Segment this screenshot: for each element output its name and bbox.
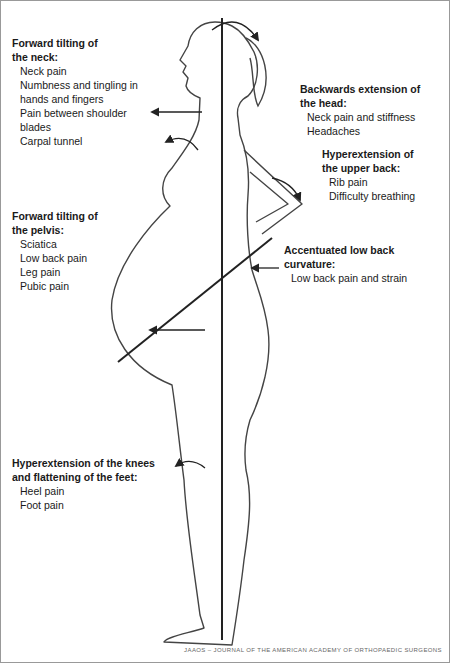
plumb-line (221, 18, 223, 640)
pelvis-arrow (150, 329, 205, 330)
group-heading: Hyperextension of the upper back: (322, 147, 430, 175)
symptom-item: Carpal tunnel (20, 134, 160, 148)
symptom-item: Neck pain and stiffness (307, 110, 437, 124)
group-heading: Hyperextension of the knees and flatteni… (12, 456, 167, 484)
upper-back-arrow (272, 178, 300, 200)
symptom-item: Low back pain and strain (291, 271, 421, 285)
watermark: JAAOS – JOURNAL OF THE AMERICAN ACADEMY … (142, 646, 442, 654)
symptom-item: Pain between shoulder blades (20, 106, 142, 134)
symptom-item: Sciatica (20, 237, 160, 251)
group-heading: Forward tilting of the neck: (12, 36, 102, 64)
symptom-item: Low back pain (20, 251, 160, 265)
symptom-item: Heel pain (20, 484, 160, 498)
group-heading: Accentuated low back curvature: (284, 243, 409, 271)
symptom-item: Numbness and tingling in hands and finge… (20, 78, 142, 106)
low-back-arrow (252, 267, 279, 268)
head-arrow (212, 22, 258, 40)
symptom-item: Neck pain (20, 64, 160, 78)
ponytail (246, 38, 266, 106)
neck-arrow (152, 111, 202, 112)
symptom-item: Pubic pain (20, 279, 160, 293)
knee-arrow (176, 461, 205, 468)
symptom-item: Headaches (307, 124, 447, 138)
group-heading: Forward tilting of the pelvis: (12, 209, 102, 237)
symptom-item: Leg pain (20, 265, 160, 279)
arm-outline (244, 150, 302, 234)
symptom-item: Foot pain (20, 498, 160, 512)
group-heading: Backwards extension of the head: (300, 82, 422, 110)
body-silhouette (112, 22, 269, 645)
chest-arrow (166, 138, 198, 150)
symptom-item: Rib pain (329, 175, 450, 189)
symptom-item: Difficulty breathing (329, 189, 439, 203)
pelvis-tilt-line (118, 238, 272, 362)
